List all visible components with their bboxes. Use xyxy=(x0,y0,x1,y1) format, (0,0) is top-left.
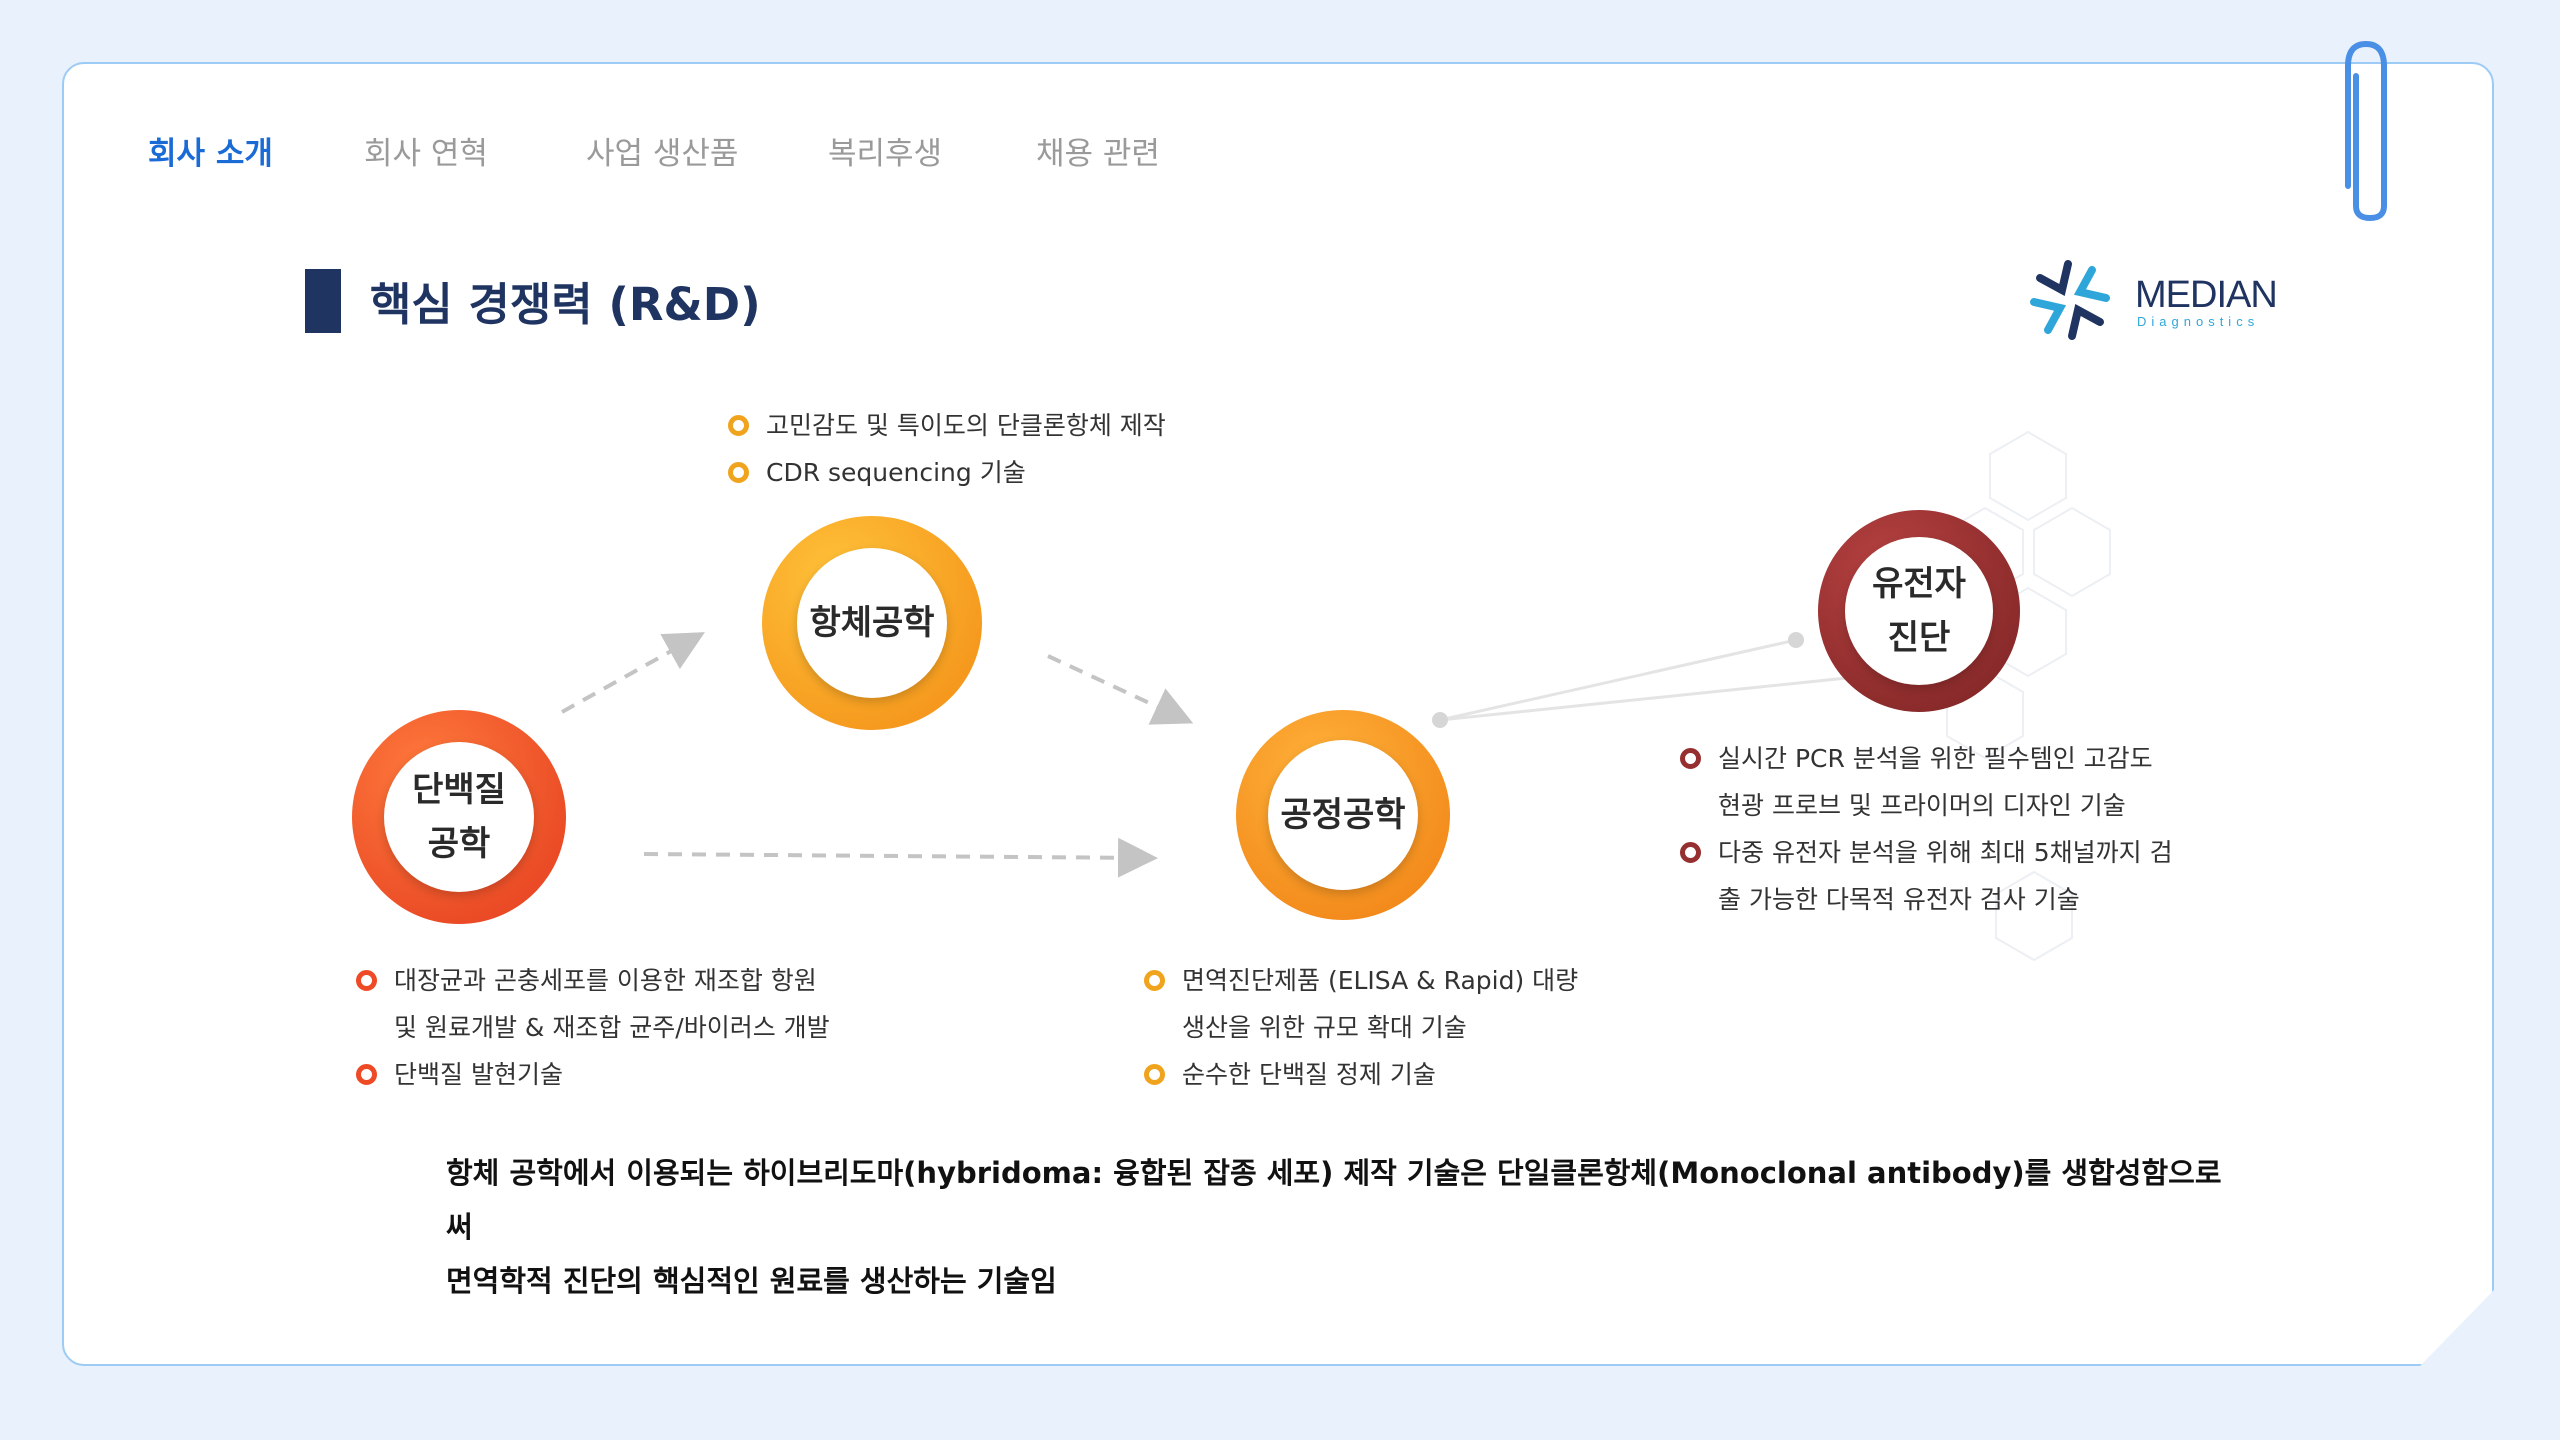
tab-products[interactable]: 사업 생산품 xyxy=(586,136,739,172)
genetic-bullet-list: 실시간 PCR 분석을 위한 필수템인 고감도 현광 프로브 및 프라이머의 디… xyxy=(1680,735,2173,923)
node-genetic-diagnosis: 유전자 진단 xyxy=(1818,510,2020,712)
node-process-engineering: 공정공학 xyxy=(1236,710,1450,920)
list-item: 면역진단제품 (ELISA & Rapid) 대량 xyxy=(1144,957,1578,1004)
title-marker xyxy=(305,269,341,333)
node-genetic-label: 유전자 진단 xyxy=(1872,564,1966,658)
antibody-bullet-list: 고민감도 및 특이도의 단클론항체 제작 CDR sequencing 기술 xyxy=(728,402,1166,496)
list-item: 현광 프로브 및 프라이머의 디자인 기술 xyxy=(1718,791,2126,820)
list-item: 대장균과 곤충세포를 이용한 재조합 항원 xyxy=(356,957,830,1004)
bullet-dot-icon xyxy=(356,970,377,991)
summary-line-1: 항체 공학에서 이용되는 하이브리도마(hybridoma: 융합된 잡종 세포… xyxy=(446,1156,2222,1244)
list-item: 단백질 발현기술 xyxy=(356,1051,830,1098)
list-item: 고민감도 및 특이도의 단클론항체 제작 xyxy=(728,402,1166,449)
process-bullet-list: 면역진단제품 (ELISA & Rapid) 대량 생산을 위한 규모 확대 기… xyxy=(1144,957,1578,1098)
list-item: 및 원료개발 & 재조합 균주/바이러스 개발 xyxy=(394,1013,830,1042)
tab-company-intro[interactable]: 회사 소개 xyxy=(148,136,273,172)
company-logo: MEDIAN Diagnostics xyxy=(2020,250,2280,350)
list-item: 실시간 PCR 분석을 위한 필수템인 고감도 xyxy=(1680,735,2173,782)
folded-corner-icon xyxy=(2420,1290,2500,1370)
bullet-dot-icon xyxy=(356,1064,377,1085)
bullet-dot-icon xyxy=(728,415,749,436)
logo-subtitle: Diagnostics xyxy=(2137,314,2260,329)
node-antibody-label: 항체공학 xyxy=(809,603,935,643)
tab-recruitment[interactable]: 채용 관련 xyxy=(1036,136,1160,172)
bullet-dot-icon xyxy=(1144,1064,1165,1085)
list-item: 다중 유전자 분석을 위해 최대 5채널까지 검 xyxy=(1680,829,2173,876)
section-title: 핵심 경쟁력 (R&D) xyxy=(370,278,761,331)
protein-bullet-list: 대장균과 곤충세포를 이용한 재조합 항원 및 원료개발 & 재조합 균주/바이… xyxy=(356,957,830,1098)
node-process-label: 공정공학 xyxy=(1280,795,1406,835)
tab-welfare[interactable]: 복리후생 xyxy=(828,136,943,172)
node-protein-engineering: 단백질 공학 xyxy=(352,710,566,924)
list-item: 출 가능한 다목적 유전자 검사 기술 xyxy=(1718,885,2080,914)
bullet-dot-icon xyxy=(1144,970,1165,991)
node-protein-label: 단백질 공학 xyxy=(412,770,506,864)
node-antibody-engineering: 항체공학 xyxy=(762,516,982,730)
summary-line-2: 면역학적 진단의 핵심적인 원료를 생산하는 기술임 xyxy=(446,1264,1057,1298)
summary-text: 항체 공학에서 이용되는 하이브리도마(hybridoma: 융합된 잡종 세포… xyxy=(446,1146,2246,1308)
bullet-dot-icon xyxy=(728,462,749,483)
tab-company-history[interactable]: 회사 연혁 xyxy=(364,136,488,172)
paperclip-icon xyxy=(2345,40,2387,222)
logo-name: MEDIAN xyxy=(2135,274,2278,316)
list-item: 순수한 단백질 정제 기술 xyxy=(1144,1051,1578,1098)
bullet-dot-icon xyxy=(1680,748,1701,769)
list-item: CDR sequencing 기술 xyxy=(728,449,1166,496)
bullet-dot-icon xyxy=(1680,842,1701,863)
logo-mark-icon xyxy=(2030,260,2110,340)
list-item: 생산을 위한 규모 확대 기술 xyxy=(1182,1013,1467,1042)
